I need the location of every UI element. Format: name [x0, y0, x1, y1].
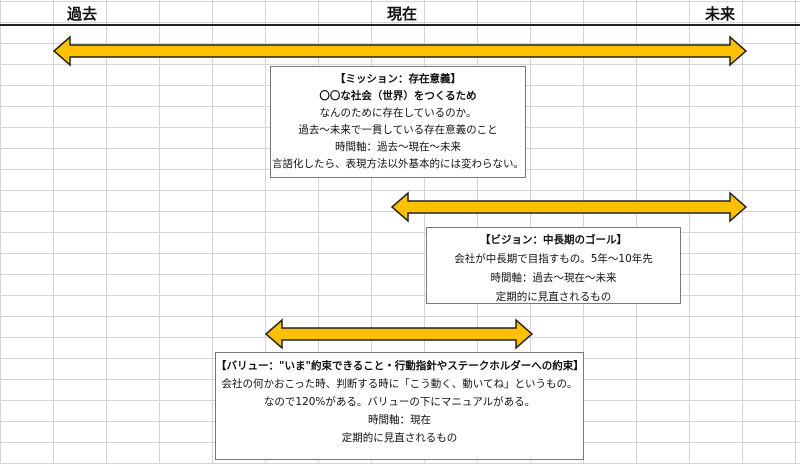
vision-line: 時間軸：過去〜現在〜未来 — [490, 272, 617, 284]
label-past: 過去 — [67, 5, 98, 23]
vision-title: 【ビジョン：中長期のゴール】 — [480, 234, 627, 246]
value-box: 【バリュー："いま"約束できること・行動指針やステークホルダーへの約束】 会社の… — [215, 352, 584, 460]
mission-line: 時間軸：過去〜現在〜未来 — [335, 141, 461, 153]
mission-line: 過去〜未来で一貫している存在意義のこと — [298, 124, 498, 136]
vision-line: 会社が中長期で目指すもの。5年〜10年先 — [454, 253, 653, 265]
value-line: なので120%がある。バリューの下にマニュアルがある。 — [263, 396, 536, 408]
mission-arrow — [52, 35, 748, 67]
timeline-header-line — [0, 24, 800, 26]
value-line: 会社の何かおこった時、判断する時に「こう動く、動いてね」というもの。 — [221, 378, 578, 390]
mission-line: 言語化したら、表現方法以外基本的には変わらない。 — [272, 158, 524, 170]
value-line: 定期的に見直されるもの — [341, 432, 458, 444]
mission-subtitle: 〇〇な社会（世界）をつくるため — [319, 90, 477, 102]
mission-line: なんのために存在しているのか。 — [319, 107, 477, 119]
vision-arrow — [390, 191, 748, 223]
value-title: 【バリュー："いま"約束できること・行動指針やステークホルダーへの約束】 — [216, 360, 584, 372]
vision-line: 定期的に見直されるもの — [495, 291, 612, 303]
mission-box: 【ミッション：存在意義】 〇〇な社会（世界）をつくるため なんのために存在してい… — [270, 66, 526, 178]
label-present: 現在 — [387, 5, 418, 23]
vision-box: 【ビジョン：中長期のゴール】 会社が中長期で目指すもの。5年〜10年先 時間軸：… — [426, 227, 681, 304]
value-line: 時間軸：現在 — [368, 414, 431, 426]
value-arrow — [264, 318, 534, 350]
mission-title: 【ミッション：存在意義】 — [335, 73, 461, 85]
label-future: 未来 — [705, 5, 736, 23]
